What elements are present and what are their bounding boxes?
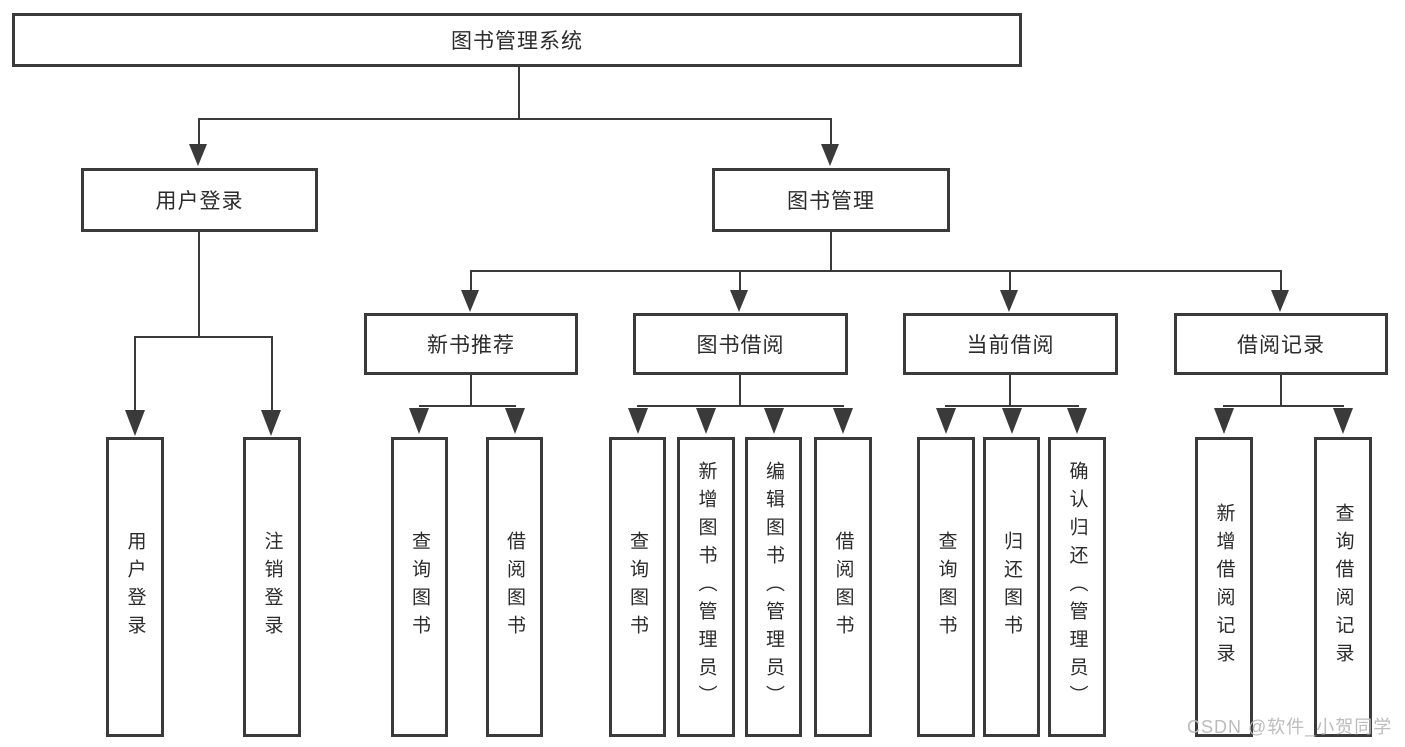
node-label: 用户登录: [155, 190, 244, 213]
connector-line: [637, 405, 844, 407]
connector-line: [470, 270, 472, 292]
connector-line: [134, 336, 136, 412]
node-new-book-recommendation: 新书推荐: [364, 313, 578, 375]
node-user-login: 用户登录: [81, 168, 318, 232]
connector-line: [271, 336, 273, 412]
leaf-edit-books-admin: 编辑图书（管理员）: [745, 437, 802, 737]
connector-line: [1280, 270, 1282, 292]
node-label: 图书借阅: [696, 334, 785, 357]
leaf-label: 编辑图书（管理员）: [763, 461, 784, 713]
node-label: 图书管理系统: [451, 30, 583, 53]
arrowhead-down-icon: [189, 144, 207, 166]
leaf-label: 查询图书: [935, 531, 957, 643]
leaf-label: 借阅图书: [504, 531, 525, 643]
node-label: 借阅记录: [1237, 334, 1325, 357]
leaf-logout: 注销登录: [243, 437, 301, 737]
arrowhead-down-icon: [505, 408, 525, 434]
connector-line: [470, 270, 1282, 272]
leaf-add-borrow-record: 新增借阅记录: [1195, 437, 1253, 737]
arrowhead-down-icon: [125, 410, 145, 436]
leaf-return-books: 归还图书: [983, 437, 1040, 737]
leaf-query-books-borrow: 查询图书: [609, 437, 666, 737]
connector-line: [945, 405, 1079, 407]
arrowhead-down-icon: [1067, 408, 1087, 434]
leaf-label: 新增借阅记录: [1213, 503, 1235, 671]
arrowhead-down-icon: [833, 408, 853, 434]
connector-line: [739, 270, 741, 292]
node-book-management: 图书管理: [712, 168, 950, 232]
node-book-borrowing: 图书借阅: [633, 313, 848, 375]
arrowhead-down-icon: [936, 408, 956, 434]
leaf-label: 用户登录: [124, 531, 146, 643]
leaf-query-books-current: 查询图书: [917, 437, 975, 737]
arrowhead-down-icon: [730, 290, 748, 312]
leaf-borrow-books-recommend: 借阅图书: [486, 437, 543, 737]
connector-line: [1009, 375, 1011, 406]
arrowhead-down-icon: [821, 144, 839, 166]
connector-line: [1280, 375, 1282, 406]
node-label: 图书管理: [787, 190, 875, 213]
node-label: 新书推荐: [427, 334, 515, 357]
leaf-label: 新增图书（管理员）: [695, 461, 717, 713]
arrowhead-down-icon: [1002, 408, 1022, 434]
connector-line: [470, 375, 472, 406]
arrowhead-down-icon: [696, 408, 716, 434]
connector-line: [1009, 270, 1011, 292]
connector-line: [739, 375, 741, 406]
arrowhead-down-icon: [628, 408, 648, 434]
leaf-query-borrow-record: 查询借阅记录: [1314, 437, 1372, 737]
connector-line: [198, 232, 200, 337]
arrowhead-down-icon: [764, 408, 784, 434]
connector-line: [518, 67, 520, 119]
leaf-add-books-admin: 新增图书（管理员）: [677, 437, 735, 737]
arrowhead-down-icon: [409, 408, 429, 434]
arrowhead-down-icon: [1271, 290, 1289, 312]
leaf-label: 查询借阅记录: [1332, 503, 1354, 671]
connector-line: [830, 232, 832, 271]
connector-line: [419, 405, 516, 407]
leaf-label: 注销登录: [261, 531, 283, 643]
node-library-management-system: 图书管理系统: [12, 13, 1022, 67]
arrowhead-down-icon: [1000, 290, 1018, 312]
watermark: CSDN @软件_小贺同学: [1187, 717, 1393, 737]
leaf-user-login: 用户登录: [106, 437, 164, 737]
arrowhead-down-icon: [261, 410, 281, 436]
connector-line: [134, 336, 273, 338]
leaf-label: 归还图书: [1001, 531, 1022, 643]
node-current-borrowing: 当前借阅: [903, 313, 1118, 375]
connector-line: [1223, 405, 1344, 407]
leaf-label: 查询图书: [627, 531, 648, 643]
node-label: 当前借阅: [966, 334, 1055, 357]
connector-line: [830, 118, 832, 146]
node-borrowing-records: 借阅记录: [1174, 313, 1388, 375]
leaf-label: 确认归还（管理员）: [1066, 461, 1088, 713]
leaf-borrow-books: 借阅图书: [814, 437, 872, 737]
connector-line: [198, 118, 832, 120]
arrowhead-down-icon: [1333, 408, 1353, 434]
leaf-query-books-recommend: 查询图书: [391, 437, 448, 737]
leaf-label: 查询图书: [409, 531, 430, 643]
connector-line: [198, 118, 200, 146]
arrowhead-down-icon: [1214, 408, 1234, 434]
leaf-confirm-return-admin: 确认归还（管理员）: [1048, 437, 1106, 737]
arrowhead-down-icon: [461, 290, 479, 312]
leaf-label: 借阅图书: [832, 531, 854, 643]
